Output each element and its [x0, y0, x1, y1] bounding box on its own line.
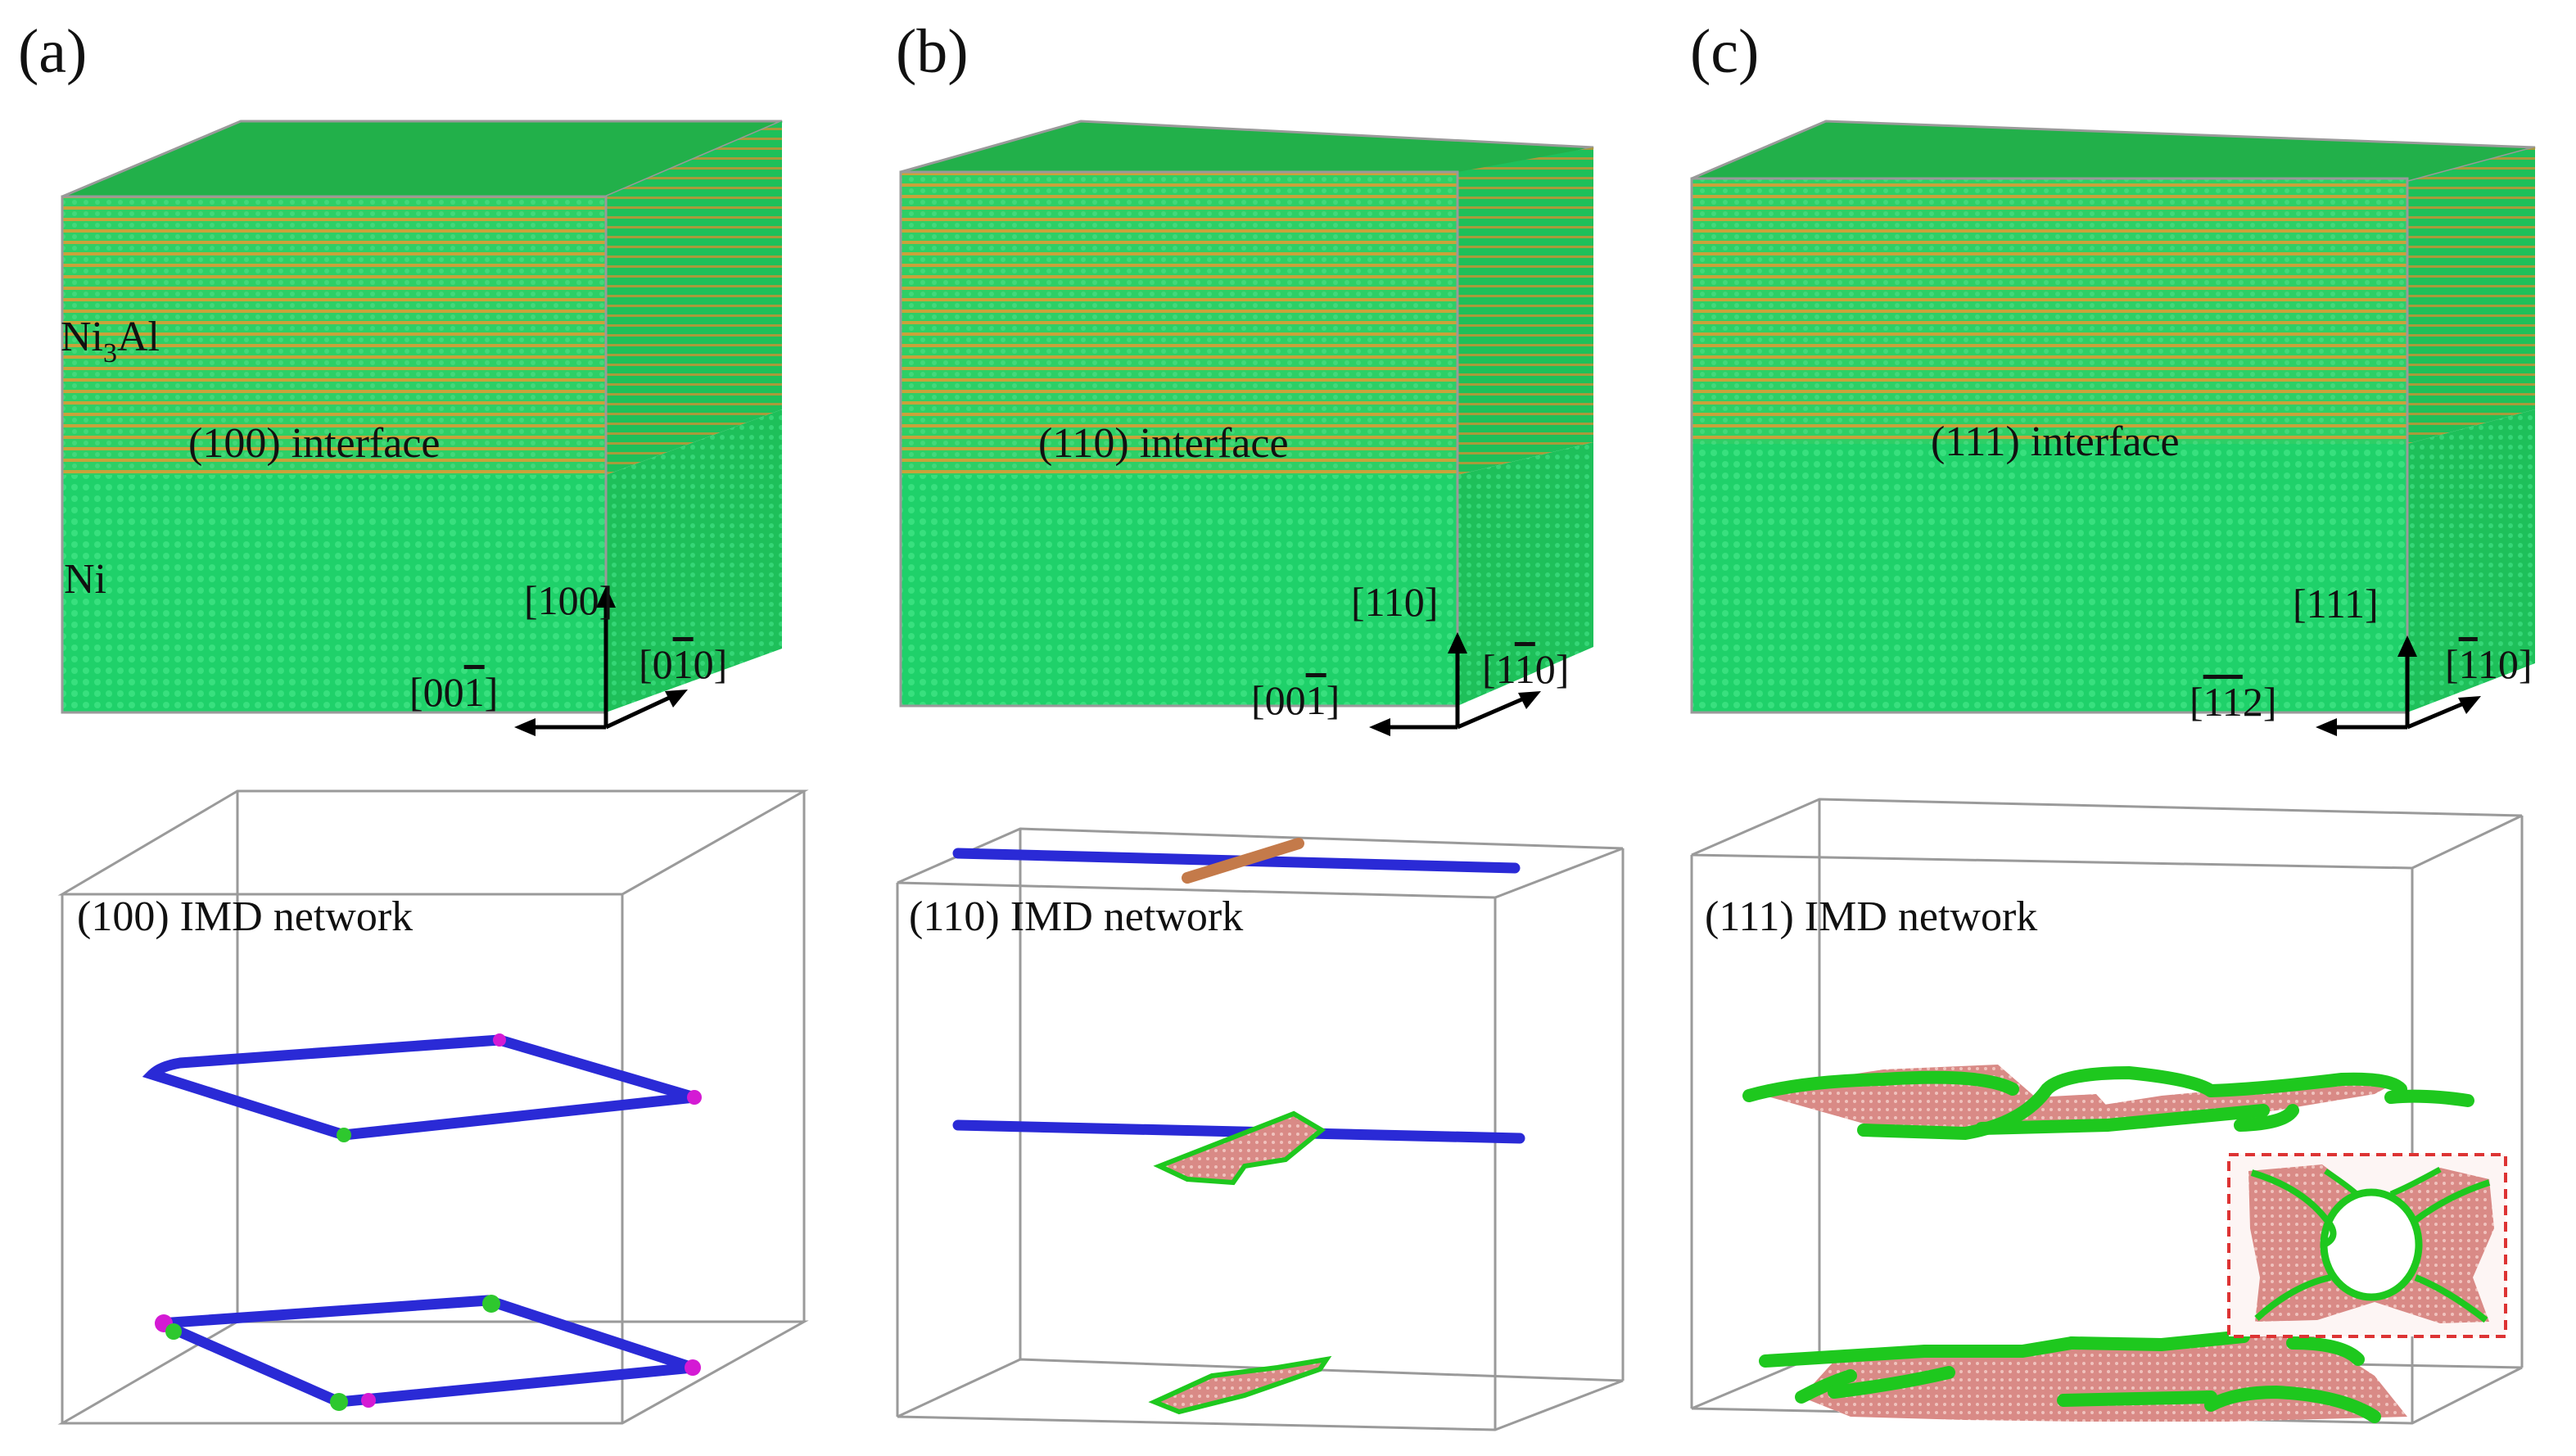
panel-c-side-lower — [2407, 409, 2535, 712]
panel-b-axis-left: [001] — [1251, 677, 1340, 723]
panel-b-axis-up: [110] — [1351, 579, 1438, 625]
panel-b-side-upper — [1457, 147, 1593, 475]
panel-c-side-upper — [2407, 147, 2535, 444]
panel-c-ni-face — [1692, 444, 2407, 712]
panel-b-label: (b) — [896, 17, 969, 86]
panel-c-interface-label: (111) interface — [1931, 418, 2180, 465]
panel-a-ni-face — [62, 475, 606, 712]
panel-a-interface-label: (100) interface — [188, 420, 440, 467]
panel-a-network-label: (100) IMD network — [77, 893, 413, 940]
panel-c-crystal — [1690, 120, 2536, 714]
panel-a-phase-bottom: Ni — [64, 556, 106, 603]
panel-b-network-box — [896, 827, 1625, 1431]
panel-a-axis-right: [010] — [639, 641, 727, 687]
panel-b-dislocation-upper — [952, 838, 1521, 884]
panel-a-ni3al-face — [62, 197, 606, 475]
panel-a-phase-top: Ni3Al — [61, 314, 160, 369]
panel-c-network-label: (111) IMD network — [1705, 893, 2037, 940]
panel-b-dislocation-lower — [1148, 1355, 1332, 1415]
panel-c-stacking-fault-lower — [1759, 1328, 2407, 1423]
panel-b-dislocation-middle — [952, 1110, 1525, 1186]
panel-a-label: (a) — [18, 17, 87, 86]
panel-a-axes — [514, 586, 688, 736]
panel-a-dislocation-loop-upper — [142, 1033, 702, 1142]
panel-c-ni3al-face — [1692, 179, 2407, 444]
panel-b-interface-label: (110) interface — [1038, 420, 1289, 467]
panel-b-crystal — [899, 120, 1594, 708]
panel-a-dislocation-loop-lower — [155, 1295, 701, 1411]
panel-c-axes — [2316, 635, 2481, 736]
panel-c-axis-left: [112] — [2190, 679, 2276, 725]
panel-c-inset — [2227, 1153, 2507, 1338]
panel-c-top-face — [1691, 120, 2536, 183]
panel-a-side-upper — [606, 121, 782, 475]
panel-b-axes — [1369, 632, 1541, 736]
panel-a-axis-left: [001] — [409, 669, 498, 715]
panel-c-axis-up: [111] — [2293, 581, 2379, 626]
panel-b-network-label: (110) IMD network — [909, 893, 1243, 940]
panel-c-axis-right: [110] — [2445, 641, 2532, 687]
panel-b-ni3al-face — [901, 172, 1457, 475]
panel-b-side-lower — [1457, 442, 1593, 706]
panel-c-label: (c) — [1690, 17, 1759, 86]
panel-b-axis-right: [110] — [1482, 646, 1569, 692]
panel-a-crystal — [61, 120, 783, 714]
panel-b-ni-face — [901, 475, 1457, 706]
panel-a-axis-up: [100] — [524, 577, 612, 623]
panel-a-side-lower — [606, 409, 782, 712]
panel-c-stacking-fault-upper — [1742, 1065, 2474, 1141]
